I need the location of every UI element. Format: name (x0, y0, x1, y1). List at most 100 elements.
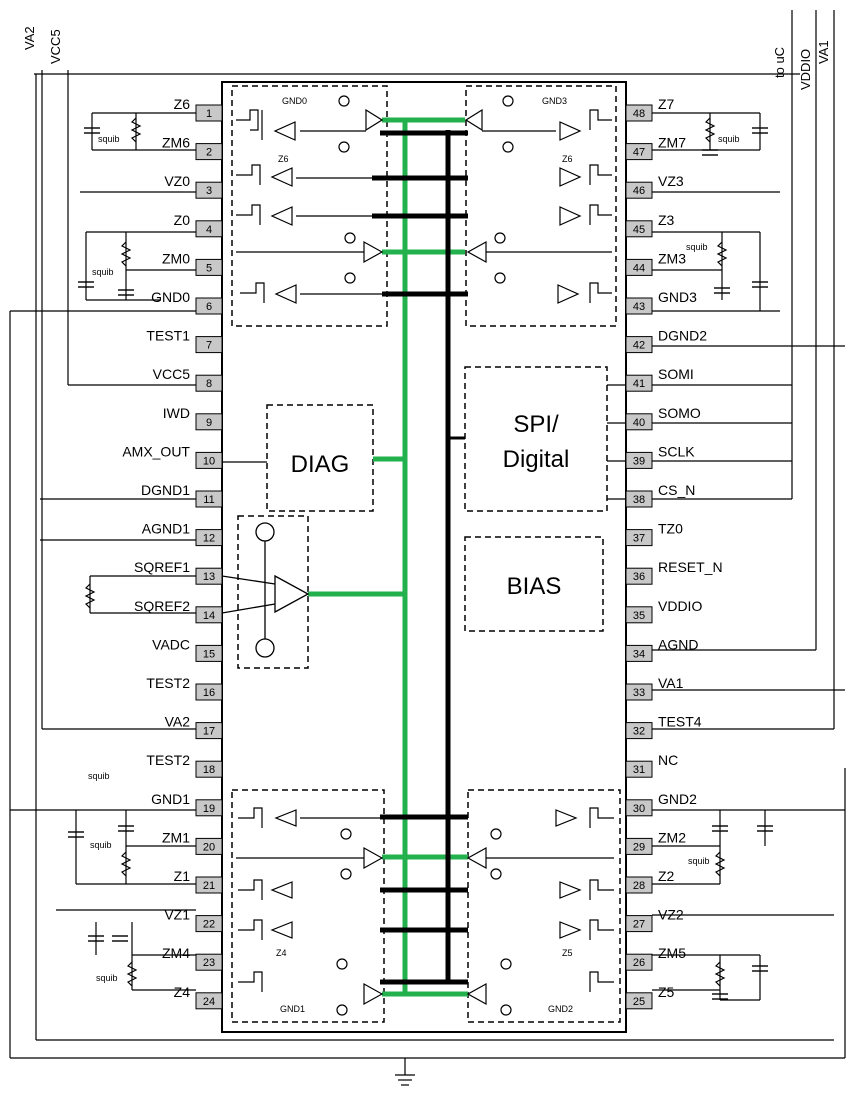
pin-name: Z7 (658, 96, 675, 112)
right-pin-40: 40 SOMO (625, 405, 701, 431)
pin-name: VA2 (165, 714, 191, 730)
bias-label: BIAS (507, 573, 562, 600)
pin-number: 12 (203, 533, 215, 545)
pin-box (625, 567, 653, 585)
pin-number: 9 (206, 417, 212, 429)
green-bus (308, 117, 468, 997)
pin-name: SQREF1 (134, 559, 190, 575)
pin-box (625, 606, 653, 624)
pin-name: VZ1 (164, 907, 190, 923)
pin-box (195, 297, 223, 315)
dashed-blocks (231, 85, 621, 1023)
left-pin-1: 1Z6 (174, 96, 223, 122)
pin-number: 6 (206, 301, 212, 313)
driver-block-top-left (231, 85, 388, 327)
pin-box (195, 760, 223, 778)
pin-box (195, 606, 223, 624)
pin-name: VZ3 (658, 173, 684, 189)
pin-name: TZ0 (658, 521, 683, 537)
pin-name: SOMO (658, 405, 701, 421)
pin-number: 4 (206, 224, 212, 236)
pin-number: 37 (633, 533, 645, 545)
pin-box (195, 683, 223, 701)
pin-name: TEST4 (658, 714, 702, 730)
squib-label-6: squib (718, 134, 740, 144)
pin-number: 33 (633, 687, 645, 699)
pin-number: 14 (203, 610, 215, 622)
pin-number: 18 (203, 764, 215, 776)
pin-box (625, 953, 653, 971)
pin-number: 32 (633, 726, 645, 738)
diag-block (266, 404, 374, 512)
squib-label-4: squib (90, 840, 112, 850)
external-wiring (9, 10, 846, 1086)
diag-label: DIAG (291, 451, 350, 478)
pin-box (625, 876, 653, 894)
pin-name: GND2 (658, 791, 697, 807)
pin-number: 38 (633, 494, 645, 506)
pin-number: 40 (633, 417, 645, 429)
pin-box (195, 953, 223, 971)
pin-box (195, 799, 223, 817)
pin-box (625, 374, 653, 392)
pin-box (625, 143, 653, 161)
pin-number: 34 (633, 648, 645, 660)
pin-name: DGND2 (658, 328, 707, 344)
pin-number: 44 (633, 262, 645, 274)
rail-label-va2: VA2 (22, 26, 37, 50)
pin-box (195, 915, 223, 933)
pin-number: 28 (633, 880, 645, 892)
pin-box (195, 220, 223, 238)
squib-label-1: squib (98, 134, 120, 144)
squib-resistors (84, 117, 728, 987)
pin-number: 47 (633, 147, 645, 159)
pin-box (625, 413, 653, 431)
pin-name: GND0 (151, 289, 190, 305)
driver-block-bottom-left (231, 789, 385, 1023)
pin-number: 5 (206, 262, 212, 274)
pin-box (625, 722, 653, 740)
spi-block (464, 366, 608, 512)
pin-number: 22 (203, 919, 215, 931)
pin-name: AGND1 (142, 521, 190, 537)
pin-name: Z1 (174, 868, 191, 884)
inner-label-gnd3: GND3 (542, 96, 567, 106)
pin-number: 39 (633, 455, 645, 467)
pin-number: 31 (633, 764, 645, 776)
right-pin-38: 38 CS_N (625, 482, 695, 508)
pin-name: AMX_OUT (122, 443, 190, 459)
pin-name: Z3 (658, 212, 675, 228)
pin-number: 21 (203, 880, 215, 892)
driver-block-bottom-right (467, 789, 621, 1023)
pin-name: ZM7 (658, 135, 686, 151)
pin-name: ZM3 (658, 250, 686, 266)
pin-name: CS_N (658, 482, 695, 498)
pin-name: SOMI (658, 366, 694, 382)
pin-name: TEST2 (146, 675, 190, 691)
rail-label-vddio: VDDIO (798, 49, 813, 90)
pin-box (195, 181, 223, 199)
pin-box (195, 451, 223, 469)
pin-box (195, 529, 223, 547)
left-pin-4: 4Z0 (174, 212, 223, 238)
pin-number: 35 (633, 610, 645, 622)
pin-box (195, 413, 223, 431)
pin-name: NC (658, 752, 678, 768)
rail-label-va1: VA1 (816, 40, 831, 64)
pin-box (625, 181, 653, 199)
pin-number: 19 (203, 803, 215, 815)
squib-label-3: squib (88, 771, 110, 781)
pin-box (625, 529, 653, 547)
pin-box (195, 374, 223, 392)
